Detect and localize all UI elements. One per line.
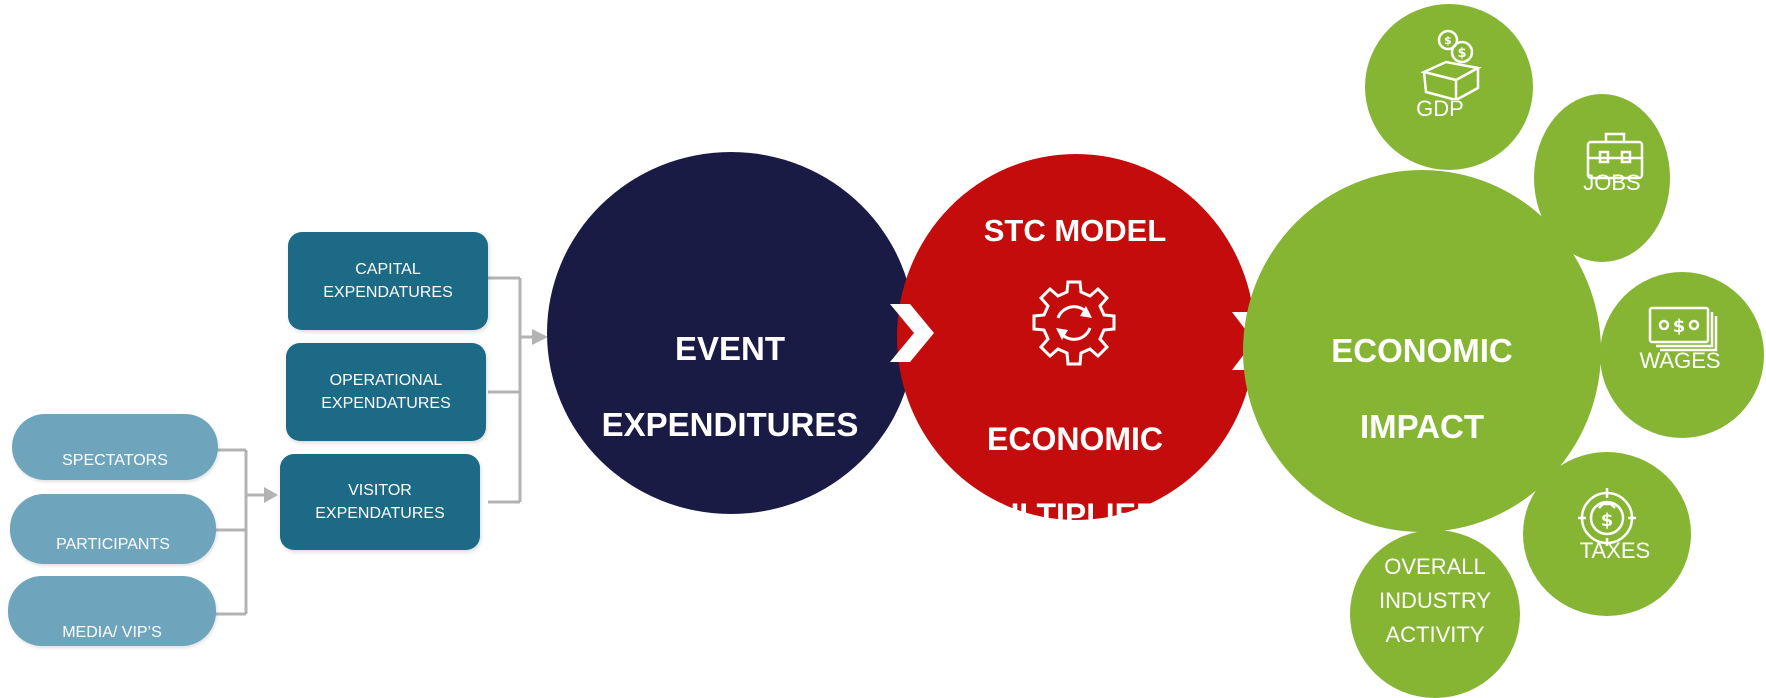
source-pill-spectators: SPECTATORS bbox=[12, 414, 218, 480]
cash-stack-icon: $ bbox=[1648, 306, 1718, 352]
gear-refresh-icon bbox=[1032, 280, 1116, 366]
box-line: CAPITAL bbox=[355, 261, 421, 278]
activity-line: OVERALL bbox=[1384, 554, 1486, 579]
model-line: ECONOMIC bbox=[987, 421, 1163, 457]
event-line: EXPENDITURES bbox=[601, 406, 859, 443]
svg-text:$: $ bbox=[1444, 34, 1452, 47]
gdp-label: GDP bbox=[1416, 96, 1464, 121]
economic-impact-circle bbox=[1243, 170, 1601, 532]
chevron-right-icon bbox=[890, 304, 934, 362]
activity-line: ACTIVITY bbox=[1385, 622, 1485, 647]
wages-circle bbox=[1600, 272, 1764, 438]
visitor-expenditures-box: VISITOR EXPENDATURES bbox=[280, 454, 480, 550]
box-line: EXPENDATURES bbox=[315, 505, 445, 522]
svg-text:$: $ bbox=[1601, 510, 1614, 531]
source-label: PARTICIPANTS bbox=[56, 536, 170, 553]
svg-text:$: $ bbox=[1673, 316, 1686, 337]
money-box-icon: $ $ bbox=[1420, 29, 1482, 100]
economic-multipliers-label: ECONOMIC MULTIPLIERS bbox=[930, 382, 1220, 572]
overall-industry-activity-circle bbox=[1350, 530, 1520, 698]
source-pill-participants: PARTICIPANTS bbox=[10, 494, 216, 564]
stc-model-title: STC MODEL bbox=[983, 213, 1167, 248]
activity-line: INDUSTRY bbox=[1378, 588, 1492, 613]
overall-industry-activity-label: OVERALL INDUSTRY ACTIVITY bbox=[1370, 550, 1500, 652]
wages-label: WAGES bbox=[1639, 348, 1721, 373]
event-expenditures-label: EVENT EXPENDITURES bbox=[560, 292, 900, 482]
stc-model-circle bbox=[897, 154, 1255, 520]
source-label: SPECTATORS bbox=[62, 452, 168, 469]
box-line: EXPENDATURES bbox=[321, 395, 451, 412]
box-line: VISITOR bbox=[348, 482, 412, 499]
event-expenditures-circle bbox=[547, 152, 915, 514]
capital-expenditures-box: CAPITAL EXPENDATURES bbox=[288, 232, 488, 330]
operational-expenditures-box: OPERATIONAL EXPENDATURES bbox=[286, 343, 486, 441]
impact-line: ECONOMIC bbox=[1331, 332, 1513, 369]
taxes-label: TAXES bbox=[1579, 538, 1651, 563]
box-line: OPERATIONAL bbox=[329, 372, 443, 389]
jobs-label: JOBS bbox=[1583, 170, 1641, 195]
source-label: MEDIA/ VIP’S bbox=[62, 624, 162, 641]
box-line: EXPENDATURES bbox=[323, 284, 453, 301]
source-pill-media-vips: MEDIA/ VIP’S bbox=[8, 576, 216, 646]
event-line: EVENT bbox=[674, 330, 786, 367]
impact-line: IMPACT bbox=[1359, 408, 1485, 445]
svg-text:$: $ bbox=[1457, 46, 1466, 61]
arrow-to-boxes bbox=[264, 487, 278, 503]
economic-impact-label: ECONOMIC IMPACT bbox=[1272, 294, 1572, 484]
model-line: MULTIPLIERS bbox=[969, 497, 1181, 533]
target-dollar-icon: $ bbox=[1578, 488, 1636, 546]
briefcase-icon bbox=[1586, 132, 1644, 180]
arrow-to-event bbox=[532, 329, 548, 345]
